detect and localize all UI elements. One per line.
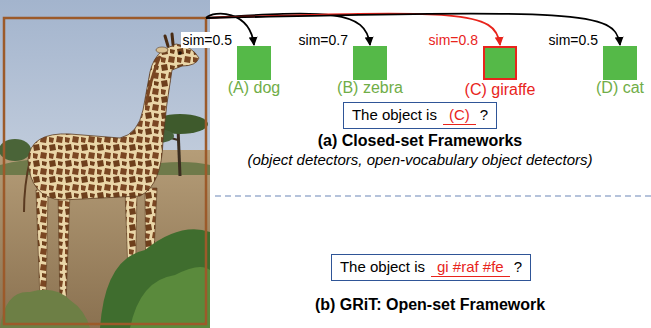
similarity-score: sim=0.8 [427, 32, 480, 48]
prompt-text: ? [480, 106, 488, 123]
subfigure-note: (object detectors, open-vocabulary objec… [247, 151, 592, 168]
giraffe-photo-part [156, 47, 168, 53]
giraffe-photo-part [28, 44, 199, 200]
answer-blank: gi #raf #fe [431, 259, 510, 277]
similarity-score: sim=0.5 [181, 32, 234, 48]
category-label: (B) zebra [337, 79, 403, 97]
category-label: (C) giraffe [465, 81, 536, 99]
giraffe-photo-part [36, 190, 48, 300]
giraffe-photo-part [178, 128, 180, 176]
giraffe-photo-part [178, 51, 182, 55]
prompt-text: The object is [352, 106, 437, 123]
giraffe-photo-part [165, 36, 168, 46]
category-embedding: (C) giraffe [483, 46, 517, 80]
category-label: (D) cat [596, 79, 644, 97]
giraffe-photo [0, 0, 210, 328]
bounding-box [4, 18, 206, 324]
category-embedding: (A) dog [237, 46, 271, 80]
giraffe-photo-part [58, 192, 70, 305]
giraffe-photo-part [0, 290, 90, 328]
section-divider [215, 195, 651, 197]
prompt-text: ? [514, 258, 522, 275]
answer-blank: (C) [443, 107, 476, 125]
similarity-score: sim=0.7 [297, 32, 350, 48]
subfigure-caption: (b) GRiT: Open-set Framework [315, 296, 545, 314]
category-embedding: (D) cat [603, 46, 637, 80]
prompt-box: The object is gi #raf #fe? [331, 254, 531, 281]
giraffe-photo-part [130, 267, 210, 328]
giraffe-photo-part [172, 34, 173, 44]
giraffe-photo-part [100, 229, 210, 328]
similarity-score: sim=0.5 [547, 32, 600, 48]
category-embedding: (B) zebra [353, 46, 387, 80]
giraffe-photo-part [0, 0, 210, 328]
giraffe-photo-part [146, 56, 160, 105]
category-label: (A) dog [228, 79, 280, 97]
prompt-box: The object is (C)? [343, 102, 497, 129]
subfigure-caption: (a) Closed-set Frameworks [318, 132, 523, 150]
prompt-text: The object is [340, 258, 425, 275]
